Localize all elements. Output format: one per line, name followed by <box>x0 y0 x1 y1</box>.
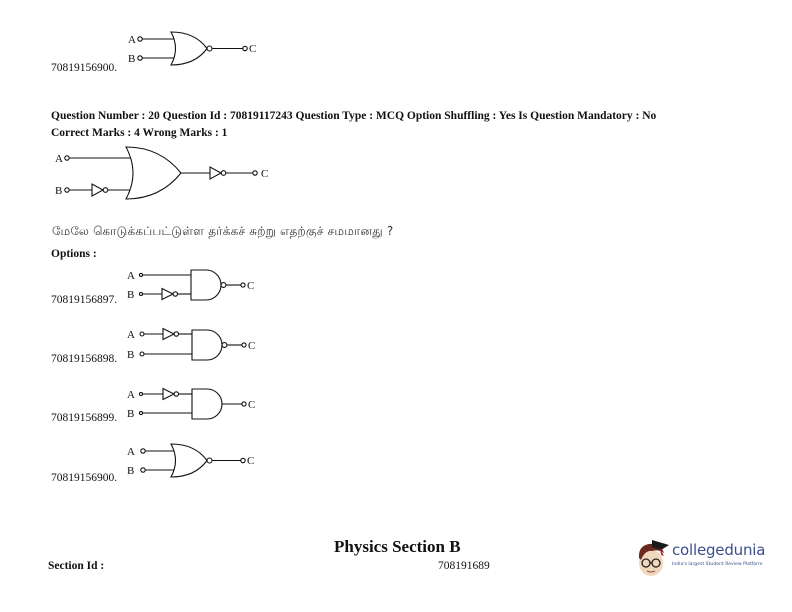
terminal-c <box>242 45 248 52</box>
input-a-label: A <box>127 270 135 282</box>
logo-tagline: India's largest Student Review Platform <box>672 562 763 567</box>
not-gate-b <box>91 183 105 197</box>
not-bubble-b <box>102 187 109 193</box>
output-c-label: C <box>249 43 256 55</box>
question-meta-line1: Question Number : 20 Question Id : 70819… <box>51 110 657 122</box>
input-a-label: A <box>127 329 135 341</box>
output-c-label: C <box>247 455 254 467</box>
nor-gate <box>170 31 208 66</box>
not-gate-a <box>162 387 176 401</box>
input-b-label: B <box>127 289 134 301</box>
input-b-label: B <box>127 349 134 361</box>
terminal-c <box>252 170 258 176</box>
input-b-label: B <box>128 53 135 65</box>
question-text: மேலே கொடுக்கப்பட்டுள்ள தர்க்கச் சுற்று எ… <box>52 224 394 238</box>
section-id-value: 708191689 <box>438 560 490 572</box>
and-gate <box>191 388 223 420</box>
nor-gate <box>170 443 208 478</box>
logo-wordmark: collegedunia <box>672 541 766 559</box>
option-2-id[interactable]: 70819156898. <box>51 353 118 365</box>
input-a-label: A <box>127 446 135 458</box>
input-b-label: B <box>55 185 62 197</box>
prev-option-id: 70819156900. <box>51 62 118 74</box>
collegedunia-logo: collegedunia India's largest Student Rev… <box>628 528 774 586</box>
not-gate-output <box>209 166 223 180</box>
input-a-label: A <box>128 34 136 46</box>
not-gate-a <box>162 327 176 341</box>
input-b-label: B <box>127 465 134 477</box>
nand-gate <box>191 329 223 361</box>
question-meta-line2: Correct Marks : 4 Wrong Marks : 1 <box>51 127 228 139</box>
input-a-label: A <box>55 153 63 165</box>
option-4-id[interactable]: 70819156900. <box>51 472 118 484</box>
section-title: Physics Section B <box>334 537 461 556</box>
output-c-label: C <box>247 280 254 292</box>
input-b-label: B <box>127 408 134 420</box>
or-gate <box>125 146 182 200</box>
options-label: Options : <box>51 248 97 260</box>
option-3-id[interactable]: 70819156899. <box>51 412 118 424</box>
output-c-label: C <box>248 340 255 352</box>
not-bubble-output <box>220 170 227 176</box>
output-c-label: C <box>248 399 255 411</box>
option-1-id[interactable]: 70819156897. <box>51 294 118 306</box>
nand-gate <box>190 269 222 301</box>
output-c-label: C <box>261 168 268 180</box>
not-gate-b <box>161 287 175 301</box>
mascot-icon <box>638 540 669 576</box>
section-id-label: Section Id : <box>48 560 105 572</box>
input-a-label: A <box>127 389 135 401</box>
